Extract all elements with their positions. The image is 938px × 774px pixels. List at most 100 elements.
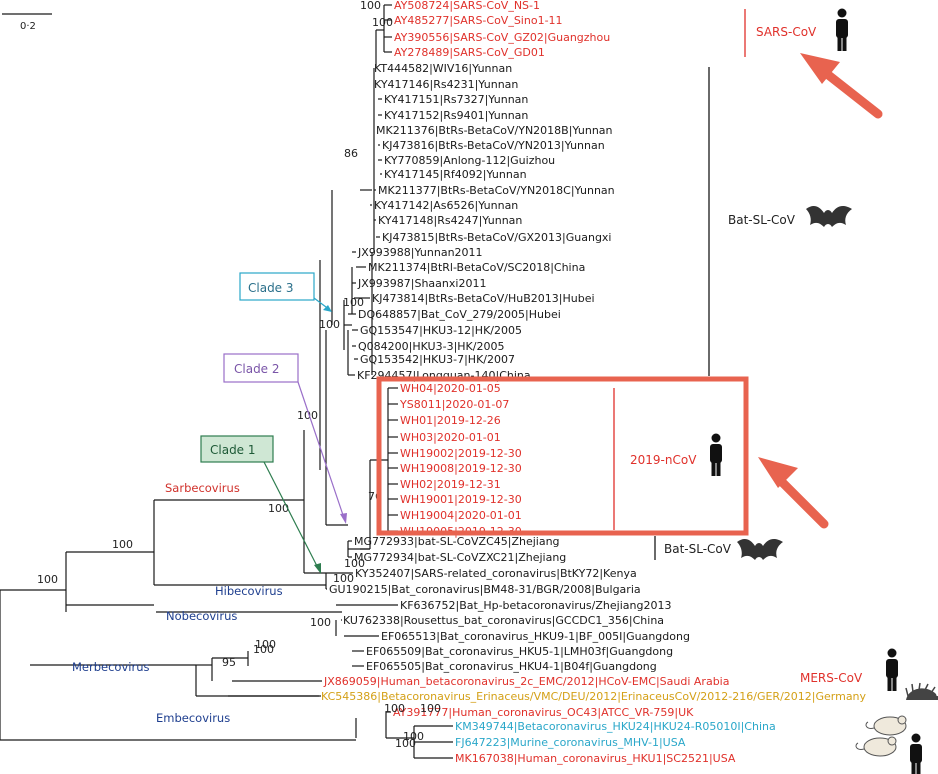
bootstrap-value: 100	[255, 638, 276, 651]
leaf-label: MK211374|BtRl-BetaCoV/SC2018|China	[368, 261, 585, 274]
leaf-label: WH19004|2020-01-01	[400, 509, 522, 522]
leaf-label: GU190215|Bat_coronavirus|BM48-31/BGR/200…	[329, 583, 641, 596]
bootstrap-value: 100	[420, 702, 441, 715]
leaf-label: JX993988|Yunnan2011	[357, 246, 483, 259]
leaf-label: GQ153542|HKU3-7|HK/2007	[360, 353, 515, 366]
leaf-label: FJ647223|Murine_coronavirus_MHV-1|USA	[455, 736, 686, 749]
leaf-label: KU762338|Rousettus_bat_coronavirus|GCCDC…	[343, 614, 664, 627]
leaf-label: WH19008|2019-12-30	[400, 462, 522, 475]
leaf-label: KJ473815|BtRs-BetaCoV/GX2013|Guangxi	[382, 231, 612, 244]
bootstrap-value: 100	[268, 502, 289, 515]
leaf-label: WH19002|2019-12-30	[400, 447, 522, 460]
bootstrap-value: 100	[310, 616, 331, 629]
leaf-label: Q084200|HKU3-3|HK/2005	[358, 340, 504, 353]
bootstrap-values: 1001008610010010010076100100100100100100…	[37, 0, 441, 750]
leaf-label: KY417151|Rs7327|Yunnan	[384, 93, 528, 106]
ncov-arrow-icon	[758, 457, 829, 529]
clade-2-callout: Clade 2	[223, 353, 347, 524]
mouse-icon	[855, 736, 897, 757]
ncov-highlight-box	[376, 376, 749, 536]
leaf-label: DQ648857|Bat_CoV_279/2005|Hubei	[358, 308, 561, 321]
leaf-label: KY417148|Rs4247|Yunnan	[378, 214, 522, 227]
bat-sl-cov-label: Bat-SL-CoV	[728, 213, 796, 227]
clade-2-label: Clade 2	[234, 362, 280, 376]
bootstrap-value: 100	[37, 573, 58, 586]
human-icon	[910, 733, 922, 774]
bat-sl-cov-2-label: Bat-SL-CoV	[664, 542, 732, 556]
leaf-label: KT444582|WIV16|Yunnan	[374, 62, 512, 75]
bootstrap-value: 100	[403, 730, 424, 743]
leaf-label: AY485277|SARS-CoV_Sino1-11	[394, 14, 563, 27]
leaf-label: WH01|2019-12-26	[400, 414, 501, 427]
hibecovirus-label: Hibecovirus	[215, 584, 283, 598]
leaf-label: JX993987|Shaanxi2011	[357, 277, 486, 290]
human-icon	[710, 433, 722, 476]
bootstrap-value: 95	[222, 656, 236, 669]
leaf-label: MG772934|bat-SL-CoVZXC21|Zhejiang	[354, 551, 566, 564]
leaf-label: WH02|2019-12-31	[400, 478, 501, 491]
leaf-label: AY390556|SARS-CoV_GZ02|Guangzhou	[394, 31, 610, 44]
leaf-label: WH03|2020-01-01	[400, 431, 501, 444]
leaf-label: KY417146|Rs4231|Yunnan	[374, 78, 518, 91]
hedgehog-icon	[905, 682, 938, 700]
leaf-label: YS8011|2020-01-07	[399, 398, 509, 411]
sars-cov-label: SARS-CoV	[756, 25, 817, 39]
bootstrap-value: 100	[319, 318, 340, 331]
bootstrap-value: 100	[384, 702, 405, 715]
leaf-label: MK211377|BtRs-BetaCoV/YN2018C|Yunnan	[378, 184, 615, 197]
leaf-label: KY417152|Rs9401|Yunnan	[384, 109, 528, 122]
sars-cov-arrow-icon	[800, 53, 883, 119]
bootstrap-value: 100	[360, 0, 381, 12]
bootstrap-value: 100	[112, 538, 133, 551]
ncov-label: 2019-nCoV	[630, 453, 697, 467]
tree-branches	[0, 4, 453, 759]
leaf-label: AY391777|Human_coronavirus_OC43|ATCC_VR-…	[393, 706, 694, 719]
group-brackets	[613, 9, 746, 560]
leaf-label: KY417145|Rf4092|Yunnan	[384, 168, 527, 181]
clade-3-callout: Clade 3	[239, 272, 332, 312]
leaf-label: KM349744|Betacoronavirus_HKU24|HKU24-R05…	[455, 720, 776, 733]
leaf-label: KC545386|Betacoronavirus_Erinaceus/VMC/D…	[321, 690, 867, 703]
bootstrap-value: 100	[395, 737, 416, 750]
mers-cov-label: MERS-CoV	[800, 671, 863, 685]
clade-1-label: Clade 1	[210, 443, 256, 457]
human-icon	[886, 648, 898, 691]
bootstrap-value: 100	[333, 572, 354, 585]
rat-icon	[865, 715, 907, 736]
leaf-label: KJ473816|BtRs-BetaCoV/YN2013|Yunnan	[382, 139, 605, 152]
leaf-label: KJ473814|BtRs-BetaCoV/HuB2013|Hubei	[372, 292, 595, 305]
leaf-label: WH04|2020-01-05	[400, 382, 501, 395]
leaf-label: KY417142|As6526|Yunnan	[374, 199, 518, 212]
leaf-label: EF065505|Bat_coronavirus_HKU4-1|B04f|Gua…	[366, 660, 657, 673]
bootstrap-value: 100	[343, 296, 364, 309]
clade-1-callout: Clade 1	[200, 435, 321, 574]
embecovirus-label: Embecovirus	[156, 711, 230, 725]
bat-icon	[737, 539, 783, 560]
leaf-label: AY508724|SARS-CoV_NS-1	[394, 0, 540, 12]
human-icon	[836, 8, 848, 51]
clade-3-label: Clade 3	[248, 281, 294, 295]
bootstrap-value: 100	[297, 409, 318, 422]
leaf-label: JX869059|Human_betacoronavirus_2c_EMC/20…	[323, 675, 729, 688]
leaf-label: GQ153547|HKU3-12|HK/2005	[360, 324, 522, 337]
sarbecovirus-label: Sarbecovirus	[165, 481, 240, 495]
scale-label: 0·2	[20, 21, 36, 32]
leaf-labels: AY508724|SARS-CoV_NS-1AY485277|SARS-CoV_…	[321, 0, 867, 765]
merbecovirus-label: Merbecovirus	[72, 660, 149, 674]
bootstrap-value: 86	[344, 147, 358, 160]
leaf-label: KY770859|Anlong-112|Guizhou	[384, 154, 555, 167]
leaf-label: MG772933|bat-SL-CoVZC45|Zhejiang	[354, 535, 560, 548]
leaf-label: EF065513|Bat_coronavirus_HKU9-1|BF_005I|…	[381, 630, 690, 643]
leaf-label: MK211376|BtRs-BetaCoV/YN2018B|Yunnan	[376, 124, 613, 137]
leaf-label: WH19001|2019-12-30	[400, 493, 522, 506]
nobecovirus-label: Nobecovirus	[166, 609, 237, 623]
leaf-label: KY352407|SARS-related_coronavirus|BtKY72…	[355, 567, 637, 580]
bootstrap-value: 100	[253, 643, 274, 656]
bootstrap-value: 100	[372, 16, 393, 29]
leaf-label: EF065509|Bat_coronavirus_HKU5-1|LMH03f|G…	[366, 645, 673, 658]
leaf-label: AY278489|SARS-CoV_GD01	[394, 46, 545, 59]
leaf-label: MK167038|Human_coronavirus_HKU1|SC2521|U…	[455, 752, 736, 765]
leaf-label: KF636752|Bat_Hp-betacoronavirus/Zhejiang…	[400, 599, 671, 612]
